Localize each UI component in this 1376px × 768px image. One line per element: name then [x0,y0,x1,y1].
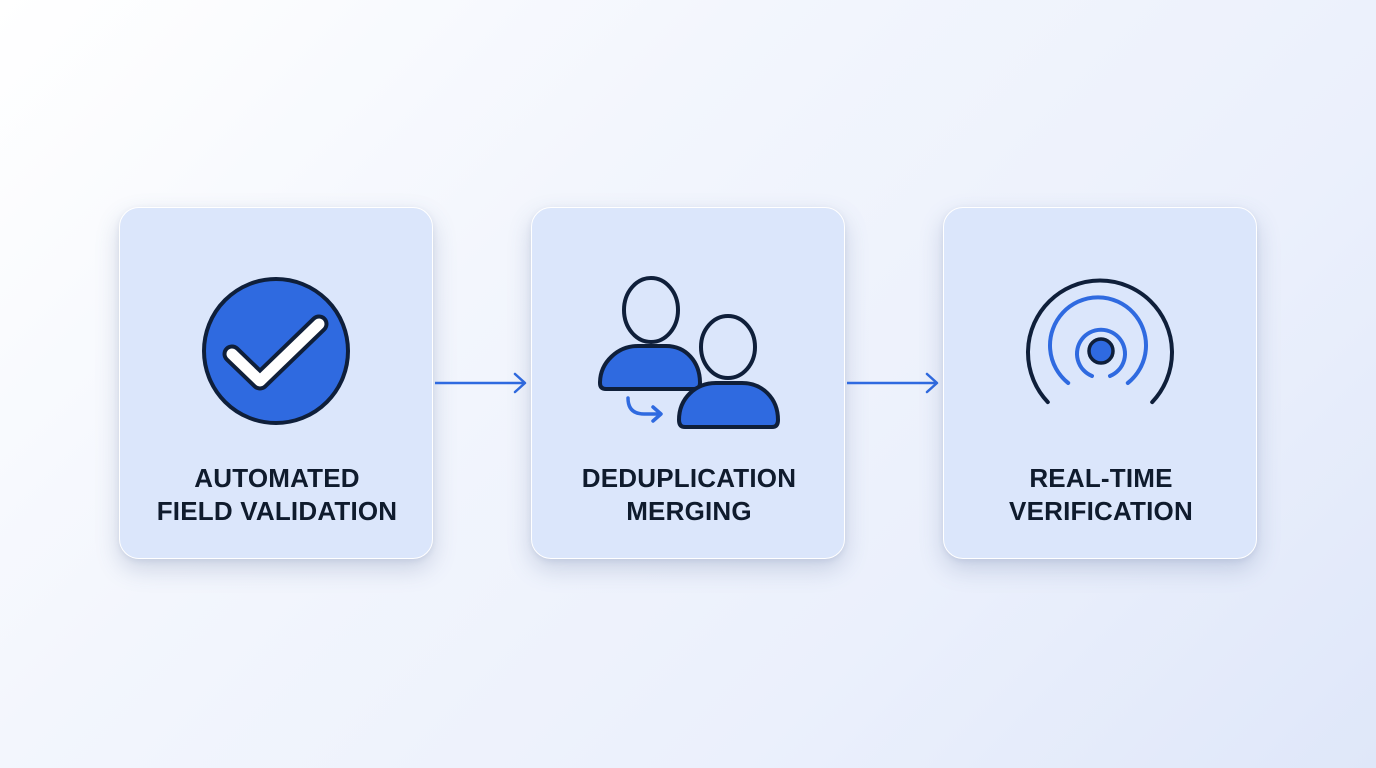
step-label-line-1: DEDUPLICATION [581,463,797,493]
step-label: DEDUPLICATION MERGING [532,462,846,528]
arrow-right-icon [847,372,939,394]
checkmark-circle-icon [202,277,350,425]
step-card-real-time-verification: REAL-TIME VERIFICATION [943,207,1257,559]
signal-broadcast-icon [1026,278,1174,405]
step-card-deduplication-merging: DEDUPLICATION MERGING [531,207,845,559]
step-label-line-2: FIELD VALIDATION [156,496,398,526]
arrow-right-icon [435,372,527,394]
step-label-line-1: AUTOMATED [194,463,360,493]
step-label-line-2: MERGING [626,496,752,526]
step-label: AUTOMATED FIELD VALIDATION [120,462,434,528]
step-label-line-1: REAL-TIME [1029,463,1173,493]
merge-users-icon [598,276,780,429]
step-card-automated-field-validation: AUTOMATED FIELD VALIDATION [119,207,433,559]
step-label-line-2: VERIFICATION [1009,496,1193,526]
step-label: REAL-TIME VERIFICATION [944,462,1258,528]
